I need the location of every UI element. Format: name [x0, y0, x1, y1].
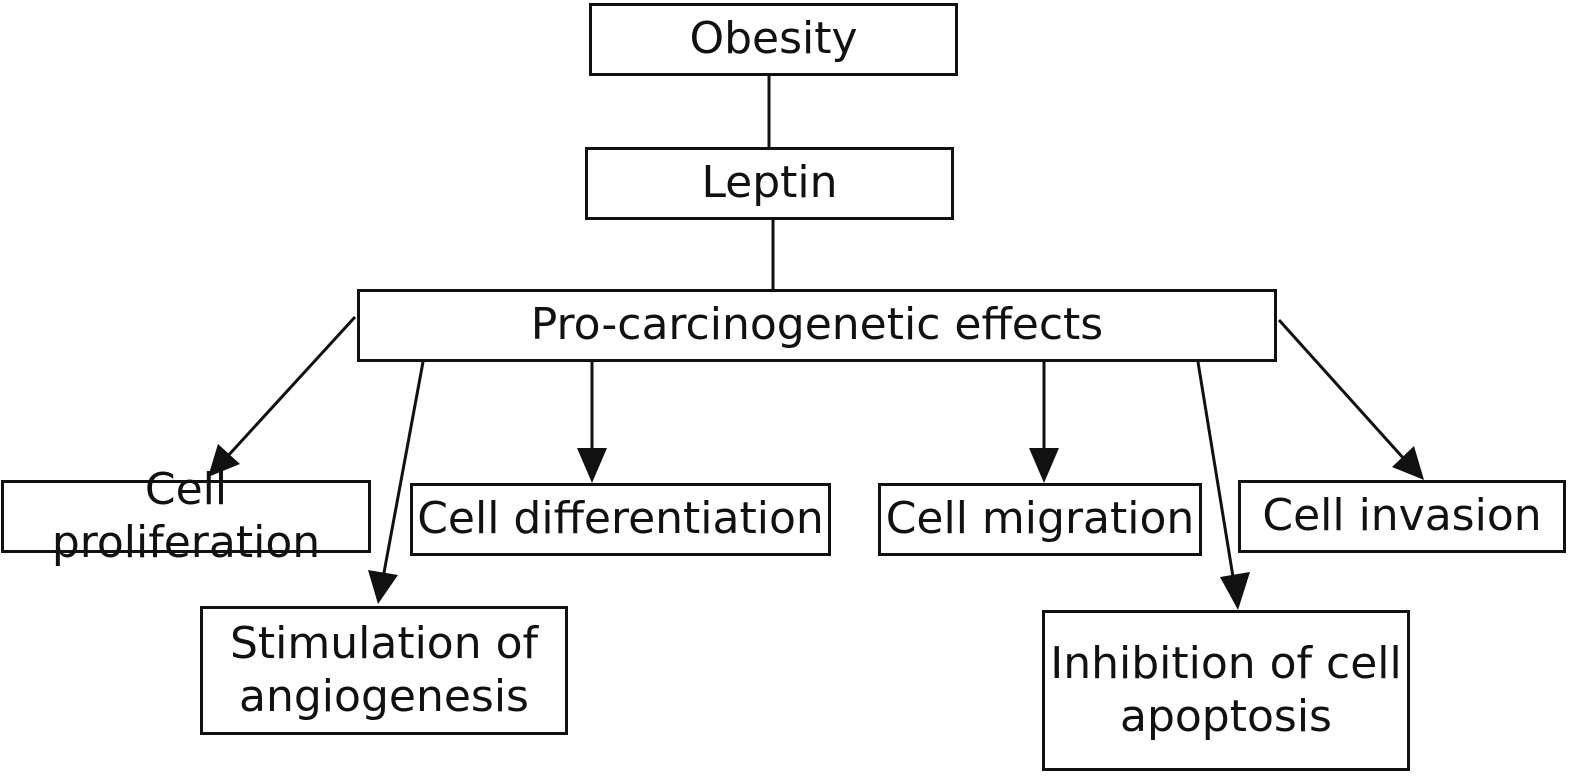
arrow-to-cell-differentiation [577, 362, 607, 483]
node-inhibition-of-cell-apoptosis: Inhibition of cell apoptosis [1042, 610, 1410, 771]
node-obesity: Obesity [589, 3, 958, 76]
node-cell-differentiation: Cell differentiation [410, 483, 831, 556]
arrow-to-apoptosis [1196, 361, 1250, 610]
arrow-to-cell-migration [1029, 362, 1059, 483]
node-leptin: Leptin [585, 147, 954, 220]
node-pro-carcinogenetic-effects: Pro-carcinogenetic effects [357, 289, 1277, 362]
node-cell-invasion: Cell invasion [1238, 480, 1566, 553]
arrow-to-angiogenesis [368, 361, 425, 604]
node-stimulation-of-angiogenesis: Stimulation of angiogenesis [200, 606, 568, 735]
arrow-to-cell-proliferation [208, 315, 357, 477]
node-cell-migration: Cell migration [878, 483, 1202, 556]
arrow-to-cell-invasion [1277, 318, 1424, 480]
node-cell-proliferation: Cell proliferation [1, 464, 371, 568]
